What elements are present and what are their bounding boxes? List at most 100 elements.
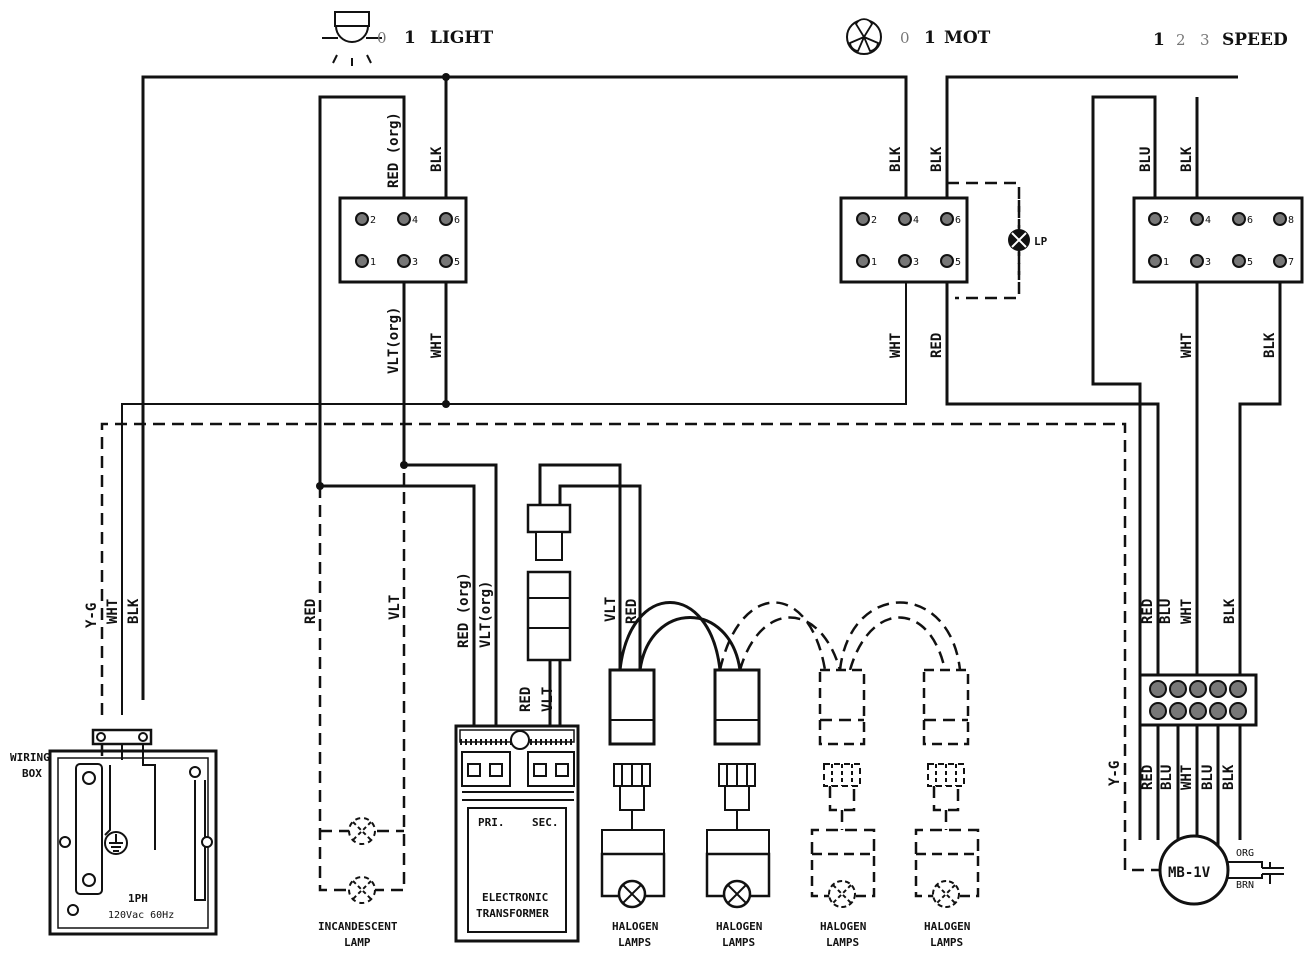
wiring-box-rating-2: 120Vac 60Hz [108, 910, 174, 921]
speed-term-5: 5 [1247, 257, 1253, 268]
light-term-4: 4 [412, 215, 418, 226]
speed-term-7: 7 [1288, 257, 1294, 268]
halogen-label-2: LAMPS [618, 936, 651, 949]
wire-label-mtop-blu: BLU [1158, 599, 1174, 624]
wire-label-mbot-yg: Y-G [1107, 761, 1123, 786]
motor-connector [1138, 673, 1258, 850]
speed-switch-header: 1 2 3 SPEED [1153, 30, 1288, 50]
halogen-label-2: LAMPS [930, 936, 963, 949]
fan-switch-header: 0 1 MOT [846, 18, 991, 55]
wire-label-mbot-blu: BLU [1159, 765, 1175, 790]
fan-motor: MB-1V ORG BRN [1158, 834, 1284, 906]
pilot-lamp: LP [1008, 200, 1048, 280]
light-term-1: 1 [370, 257, 376, 268]
capacitor-org-label: ORG [1236, 848, 1254, 859]
incandescent-lamp-icon [348, 817, 376, 845]
wire-label-motor-red: RED [929, 333, 945, 358]
speed-term-8: 8 [1288, 215, 1294, 226]
light-pos-0: 0 [377, 29, 387, 47]
light-switch-label: LIGHT [430, 28, 493, 48]
speed-pos-2: 2 [1176, 31, 1186, 49]
motor-switch: 2 4 6 1 3 5 [839, 196, 969, 284]
wiring-box-label-2: BOX [22, 767, 42, 780]
speed-term-6: 6 [1247, 215, 1253, 226]
wire-label-red-org: RED (org) [386, 112, 402, 188]
transformer-label: ELECTRONIC [482, 891, 548, 904]
incandescent-lamps: INCANDESCENT LAMP [318, 817, 398, 949]
halogen-bulb-icon [828, 880, 856, 908]
solid-wiring [121, 73, 1282, 840]
wire-labels: RED (org) BLK VLT(org) WHT BLK BLK WHT R… [84, 112, 1278, 790]
speed-term-1: 1 [1163, 257, 1169, 268]
halogen-lamp-2: HALOGEN LAMPS [705, 668, 771, 949]
halogen-bulb-icon [617, 879, 647, 909]
wire-label-speed-blk: BLK [1179, 146, 1195, 172]
wire-label-inc-red: RED [303, 599, 319, 624]
speed-term-3: 3 [1205, 257, 1211, 268]
motor-term-2: 2 [871, 215, 877, 226]
light-bulb-icon [322, 11, 382, 66]
wire-label-speed-blk-2: BLK [1262, 332, 1278, 358]
wire-label-wht: WHT [429, 333, 445, 358]
halogen-label: HALOGEN [612, 920, 658, 933]
halogen-label: HALOGEN [716, 920, 762, 933]
capacitor-icon [1228, 861, 1284, 884]
halogen-bulb-icon [932, 880, 960, 908]
motor-pos-1: 1 [924, 28, 936, 48]
wire-label-mbot-blk: BLK [1221, 764, 1237, 790]
halogen-lamp-3: HALOGEN LAMPS [810, 668, 876, 949]
wiring-box: WIRING BOX 1PH 120Vac 60Hz [10, 728, 218, 936]
wire-label-mbot-wht: WHT [1179, 765, 1195, 790]
transformer-sec-label: SEC. [532, 816, 559, 829]
wire-label-supply-blk: BLK [126, 598, 142, 624]
wire-label-trf-vlt-org: VLT(org) [478, 581, 494, 648]
speed-pos-1: 1 [1153, 30, 1165, 50]
motor-label: MB-1V [1168, 865, 1211, 881]
speed-term-4: 4 [1205, 215, 1211, 226]
wire-label-vlt-org: VLT(org) [386, 307, 402, 374]
wire-label-mtop-wht: WHT [1179, 599, 1195, 624]
wire-label-motor-wht: WHT [888, 333, 904, 358]
wire-label-trf-red: RED [518, 687, 534, 712]
wire-label-trf-red-org: RED (org) [456, 572, 472, 648]
light-switch: 2 4 6 1 3 5 [338, 196, 468, 284]
incandescent-label-2: LAMP [344, 936, 371, 949]
halogen-label: HALOGEN [924, 920, 970, 933]
wiring-box-label: WIRING [10, 751, 50, 764]
wire-label-trf-vlt: VLT [540, 687, 556, 712]
motor-pos-0: 0 [900, 29, 910, 47]
wire-label-mtop-blk: BLK [1222, 598, 1238, 624]
light-term-3: 3 [412, 257, 418, 268]
halogen-lamp-1: HALOGEN LAMPS [600, 668, 666, 949]
wire-label-mtop-red: RED [1140, 599, 1156, 624]
wire-label-hal-red: RED [624, 599, 640, 624]
speed-switch: 2 4 6 8 1 3 5 7 [1132, 196, 1304, 284]
halogen-lamp-4: HALOGEN LAMPS [914, 668, 980, 949]
motor-term-4: 4 [913, 215, 919, 226]
motor-term-1: 1 [871, 257, 877, 268]
wire-label-mbot-red: RED [1140, 765, 1156, 790]
halogen-label-2: LAMPS [826, 936, 859, 949]
wire-label-inc-vlt: VLT [387, 595, 403, 620]
incandescent-lamp-icon [348, 876, 376, 904]
transformer-pri-label: PRI. [478, 816, 505, 829]
wire-label-speed-blu: BLU [1138, 147, 1154, 172]
wiring-box-rating: 1PH [128, 892, 148, 905]
light-term-5: 5 [454, 257, 460, 268]
halogen-label-2: LAMPS [722, 936, 755, 949]
ground-icon [104, 831, 128, 855]
light-term-6: 6 [454, 215, 460, 226]
motor-term-5: 5 [955, 257, 961, 268]
wire-label-speed-wht: WHT [1179, 333, 1195, 358]
wire-label-hal-vlt: VLT [603, 597, 619, 622]
light-term-2: 2 [370, 215, 376, 226]
fan-icon [846, 18, 882, 55]
electronic-transformer: PRI. SEC. ELECTRONIC TRANSFORMER [454, 503, 580, 943]
wire-label-blk: BLK [429, 146, 445, 172]
motor-switch-label: MOT [944, 28, 991, 48]
halogen-label: HALOGEN [820, 920, 866, 933]
speed-term-2: 2 [1163, 215, 1169, 226]
wire-label-mbot-blu-2: BLU [1200, 765, 1216, 790]
motor-term-6: 6 [955, 215, 961, 226]
